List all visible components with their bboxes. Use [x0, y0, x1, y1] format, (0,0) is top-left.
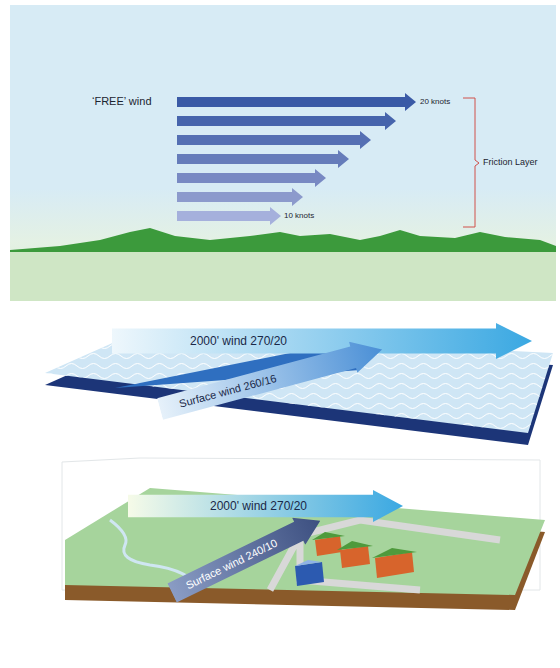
wind-label: Friction Layer [483, 157, 538, 167]
wind-label: 20 knots [420, 97, 450, 106]
bracket [463, 98, 479, 227]
wind-label: 10 knots [284, 211, 314, 220]
wind-arrows [177, 93, 416, 225]
wind-label: ‘FREE’ wind [92, 95, 152, 107]
arrow-body [156, 334, 386, 424]
ground [10, 250, 556, 301]
arrow-shape [112, 323, 532, 359]
arrow-body [165, 507, 326, 606]
wind-value: 2000' wind 270/20 [210, 499, 307, 513]
houses [295, 532, 417, 586]
hills [10, 228, 556, 252]
wind-value: 2000' wind 270/20 [190, 334, 287, 348]
arrow-body [128, 490, 403, 522]
arrow-body [112, 323, 532, 359]
sky-panel [10, 5, 556, 301]
upper-wind-arrow: 2000' wind 270/20 [112, 323, 532, 359]
upper-wind-arrow: 2000' wind 270/20 [128, 490, 403, 522]
